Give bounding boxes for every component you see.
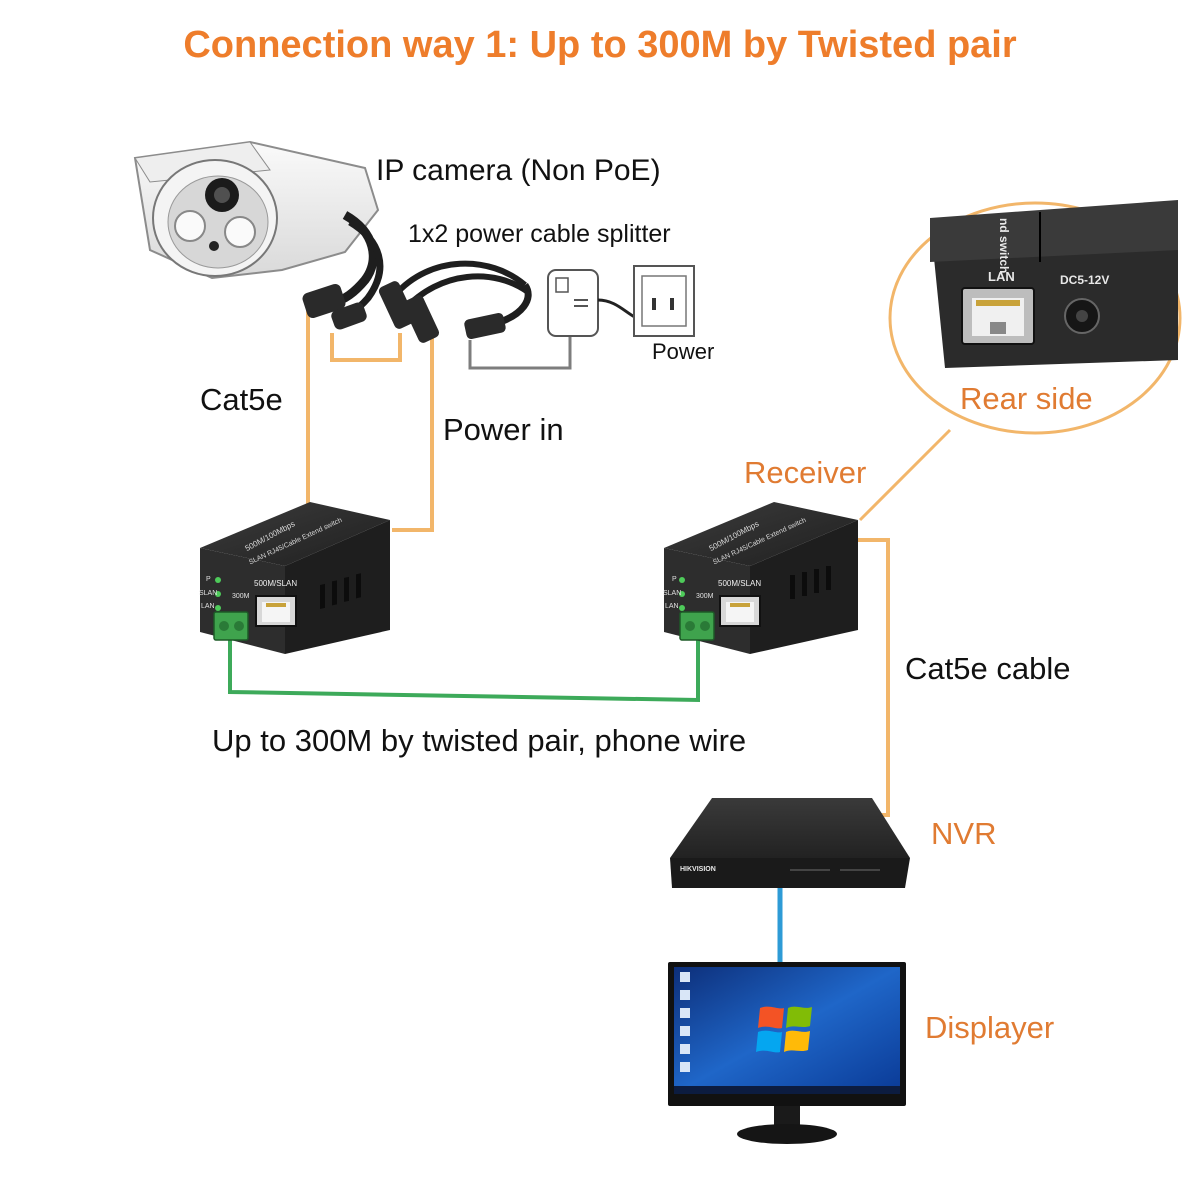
rear-dc-label: DC5-12V: [1060, 273, 1110, 287]
monitor: [668, 962, 906, 1144]
receiver-label: Receiver: [744, 455, 867, 490]
rear-side-callout: [888, 200, 1182, 435]
windows-logo-icon: [756, 1006, 812, 1053]
nvr-device: [670, 798, 910, 888]
transmitter-led-slan: SLAN: [199, 590, 218, 597]
transmitter-led-p: P: [206, 576, 211, 583]
ip-camera-label: IP camera (Non PoE): [376, 154, 661, 187]
nvr-label: NVR: [931, 816, 997, 851]
rear-top-text: nd switch: [997, 218, 1011, 274]
wall-outlet: [633, 265, 695, 337]
nvr-brand-label: HIKVISION: [680, 866, 716, 873]
desktop-icons: [680, 972, 690, 1072]
transmitter-port-label: 500M/SLAN: [254, 579, 298, 588]
twisted-pair-cable: [228, 638, 700, 703]
power-label: Power: [652, 339, 715, 364]
vent-slots: [320, 573, 361, 609]
power-adapter: [547, 269, 646, 337]
rear-side-label: Rear side: [960, 381, 1093, 416]
rear-lan-label: LAN: [988, 269, 1015, 284]
twisted-pair-label: Up to 300M by twisted pair, phone wire: [212, 723, 747, 758]
power-splitter: [378, 260, 532, 343]
splitter-label: 1x2 power cable splitter: [408, 220, 671, 248]
rear-side-callout-line: [858, 428, 952, 522]
ip-camera: [133, 140, 384, 330]
adapter-cable: [468, 335, 572, 370]
transmitter-distance: 300M: [232, 593, 250, 600]
power-in-label: Power in: [443, 412, 564, 447]
receiver-led-p: P: [672, 576, 677, 583]
cat5e-label: Cat5e: [200, 382, 283, 417]
power-in-cable: [392, 338, 434, 532]
receiver-distance: 300M: [696, 593, 714, 600]
splitter-power-link: [330, 333, 402, 362]
receiver-led-slan: SLAN: [663, 590, 682, 597]
receiver-port-label: 500M/SLAN: [718, 579, 762, 588]
transmitter-led-lan: LAN: [201, 603, 215, 610]
transmitter-device: [200, 502, 390, 654]
receiver-led-lan: LAN: [665, 603, 679, 610]
cat5e-cable-label: Cat5e cable: [905, 651, 1071, 686]
diagram-title: Connection way 1: Up to 300M by Twisted …: [183, 24, 1017, 66]
cat5e-cable-nvr: [858, 538, 890, 817]
displayer-label: Displayer: [925, 1010, 1055, 1045]
receiver-device: [664, 502, 858, 654]
